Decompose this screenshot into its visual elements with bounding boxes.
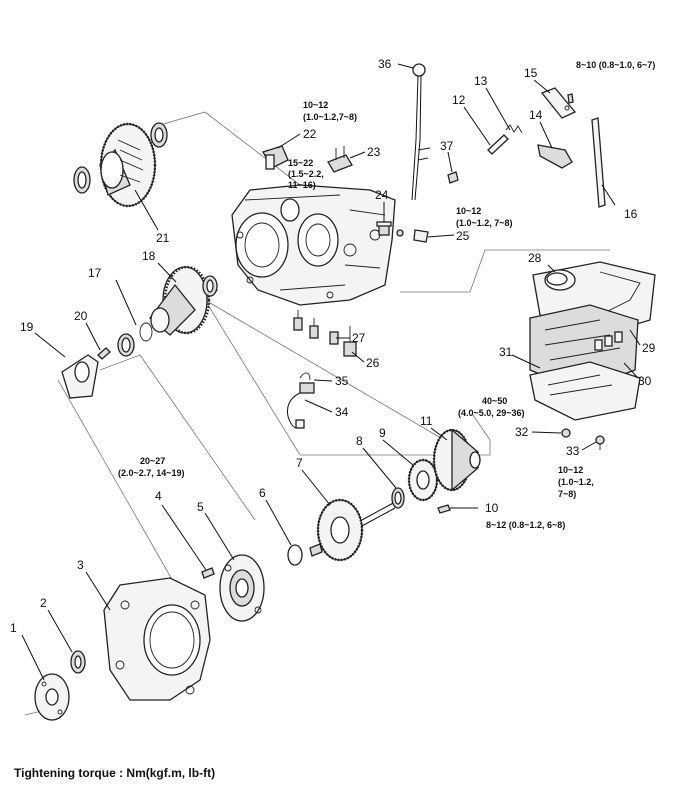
torque-33-line3: 7~8) (558, 489, 576, 499)
torque-15: 8~10 (0.8~1.0, 6~7) (576, 60, 655, 70)
callout-3: 3 (77, 558, 84, 572)
torque-33-line1: 10~12 (558, 465, 583, 475)
callout-7: 7 (296, 456, 303, 470)
callout-25: 25 (456, 229, 470, 243)
pin-12 (487, 134, 509, 155)
converter-housing-3 (103, 577, 211, 701)
plug-24 (376, 221, 392, 236)
callout-4: 4 (155, 489, 162, 503)
ring-8 (391, 487, 405, 509)
bolt-10 (437, 504, 451, 514)
bolts-32-33 (561, 428, 605, 450)
callout-32: 32 (515, 425, 529, 439)
callout-13: 13 (474, 74, 488, 88)
callout-36: 36 (378, 57, 392, 71)
transaxle-case (231, 184, 396, 306)
callout-2: 2 (40, 596, 47, 610)
differential-case-18 (149, 265, 218, 336)
torque-10: 8~12 (0.8~1.2, 6~8) (486, 520, 565, 530)
callout-18: 18 (142, 249, 156, 263)
callout-23: 23 (367, 145, 381, 159)
torque-22-line2: (1.0~1.2,7~8) (303, 112, 357, 122)
sensor-25 (396, 229, 429, 243)
callout-6: 6 (259, 486, 266, 500)
callout-22: 22 (303, 127, 317, 141)
callout-28: 28 (528, 251, 542, 265)
callout-10: 10 (485, 501, 499, 515)
parts-17-20-19 (61, 322, 153, 399)
connector-35 (299, 372, 315, 394)
callout-26: 26 (366, 356, 380, 370)
rod-16 (591, 117, 606, 208)
drive-gear-11 (432, 428, 481, 492)
torque-25-line2: (1.0~1.2, 7~8) (456, 218, 513, 228)
callout-29: 29 (642, 341, 656, 355)
callout-20: 20 (74, 309, 88, 323)
callout-37: 37 (440, 139, 454, 153)
leader-lines (21, 63, 641, 681)
bracket-23 (327, 146, 353, 173)
callout-5: 5 (197, 500, 204, 514)
torque-23-line2: (1.5~2.2, (288, 169, 324, 179)
lever-14 (537, 144, 573, 169)
callout-9: 9 (379, 426, 386, 440)
torque-25-line1: 10~12 (456, 206, 481, 216)
callout-8: 8 (356, 434, 363, 448)
torque-33-line2: (1.0~1.2, (558, 477, 594, 487)
oring-28 (546, 272, 568, 286)
callout-17: 17 (88, 266, 102, 280)
callout-27: 27 (352, 331, 366, 345)
torque-4-line2: (2.0~2.7, 14~19) (118, 468, 185, 478)
clip-37 (447, 171, 459, 184)
differential-gear-21 (73, 122, 168, 208)
torque-4-line1: 20~27 (140, 456, 165, 466)
sensor-22 (262, 145, 289, 170)
callout-14: 14 (529, 108, 543, 122)
callout-21: 21 (156, 231, 170, 245)
callout-19: 19 (20, 320, 34, 334)
separator-plate-31 (529, 361, 641, 421)
solenoid-27 (293, 310, 339, 345)
bracket-15 (540, 87, 577, 119)
torque-23-line3: 11~16) (288, 180, 316, 190)
tightening-torque-units-note: Tightening torque : Nm(kgf.m, lb-ft) (14, 766, 216, 780)
callout-34: 34 (335, 405, 349, 419)
seal-2 (70, 650, 86, 674)
dipstick-36 (411, 63, 431, 201)
oil-pump-5 (219, 554, 265, 622)
oring-6 (287, 544, 303, 566)
callout-12: 12 (452, 93, 466, 107)
torque-22-line1: 10~12 (303, 100, 328, 110)
callout-31: 31 (499, 345, 513, 359)
torque-23-line1: 15~22 (288, 158, 313, 168)
callout-11: 11 (420, 414, 433, 428)
callout-16: 16 (624, 207, 638, 221)
callout-1: 1 (10, 621, 17, 635)
torque-32-line1: 40~50 (482, 396, 507, 406)
callout-24: 24 (375, 188, 389, 202)
harness-34 (287, 392, 305, 429)
callout-35: 35 (335, 374, 349, 388)
bolt-4 (201, 567, 215, 579)
callout-30: 30 (638, 374, 652, 388)
callout-15: 15 (524, 66, 538, 80)
torque-labels: 8~10 (0.8~1.0, 6~7) 10~12 (1.0~1.2,7~8) … (118, 60, 655, 530)
torque-32-line2: (4.0~5.0, 29~36) (458, 408, 525, 418)
shaft-7 (309, 498, 396, 562)
callout-numbers: 1 2 3 4 5 6 7 8 9 10 11 12 13 14 15 16 1… (10, 57, 656, 635)
plate-1 (34, 673, 70, 721)
callout-33: 33 (566, 444, 580, 458)
gear-9 (407, 458, 439, 502)
